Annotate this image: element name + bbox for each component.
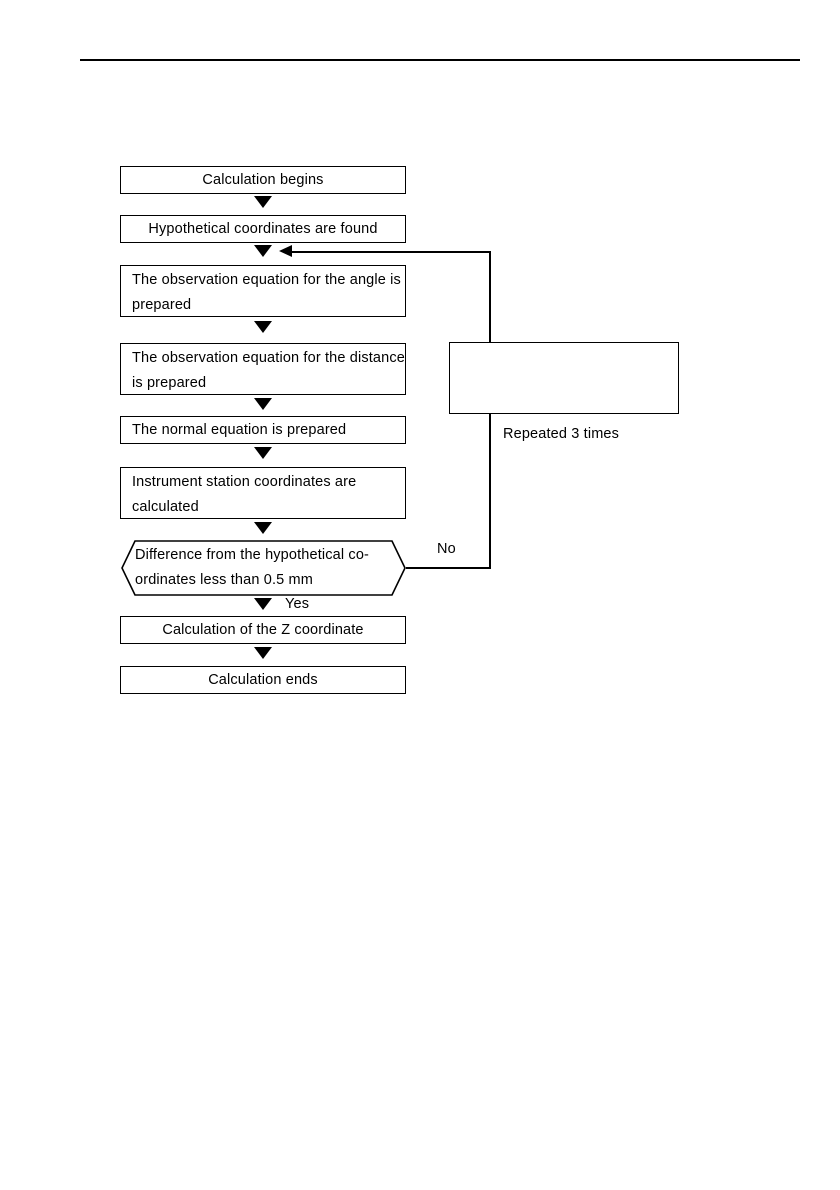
- arrow-normal-to-instrument-icon: [254, 447, 272, 459]
- node-normal-equation[interactable]: The normal equation is prepared: [120, 416, 406, 444]
- arrow-angle-to-distance-icon: [254, 321, 272, 333]
- edge-label-yes: Yes: [285, 596, 310, 612]
- arrow-z-to-end-icon: [254, 647, 272, 659]
- loop-return-horizontal-line: [292, 251, 491, 253]
- arrow-start-to-hypothetical-icon: [254, 196, 272, 208]
- decision-no-branch-line: [404, 567, 491, 569]
- node-observation-equation-angle[interactable]: The observation equation for the angle i…: [120, 265, 406, 317]
- annotation-blank-box[interactable]: [449, 342, 679, 414]
- node-decision-difference-threshold[interactable]: Difference from the hypothetical co-ordi…: [121, 540, 406, 596]
- node-calculation-begins[interactable]: Calculation begins: [120, 166, 406, 194]
- arrow-distance-to-normal-icon: [254, 398, 272, 410]
- edge-label-no: No: [437, 541, 456, 557]
- loop-note-repeated-3-times: Repeated 3 times: [503, 426, 620, 442]
- hexagon-shape-icon: [121, 540, 406, 596]
- arrow-instrument-to-decision-icon: [254, 522, 272, 534]
- arrow-hypothetical-to-angle-icon: [254, 245, 272, 257]
- node-observation-equation-distance[interactable]: The observation equation for the distanc…: [120, 343, 406, 395]
- node-hypothetical-coordinates[interactable]: Hypothetical coordinates are found: [120, 215, 406, 243]
- header-rule: [80, 59, 800, 61]
- node-calculation-z-coordinate[interactable]: Calculation of the Z coordinate: [120, 616, 406, 644]
- node-instrument-station-coordinates[interactable]: Instrument station coordinates are calcu…: [120, 467, 406, 519]
- arrow-decision-yes-icon: [254, 598, 272, 610]
- loop-return-arrowhead-icon: [279, 245, 292, 257]
- node-calculation-ends[interactable]: Calculation ends: [120, 666, 406, 694]
- decision-label: Difference from the hypothetical co-ordi…: [135, 547, 370, 588]
